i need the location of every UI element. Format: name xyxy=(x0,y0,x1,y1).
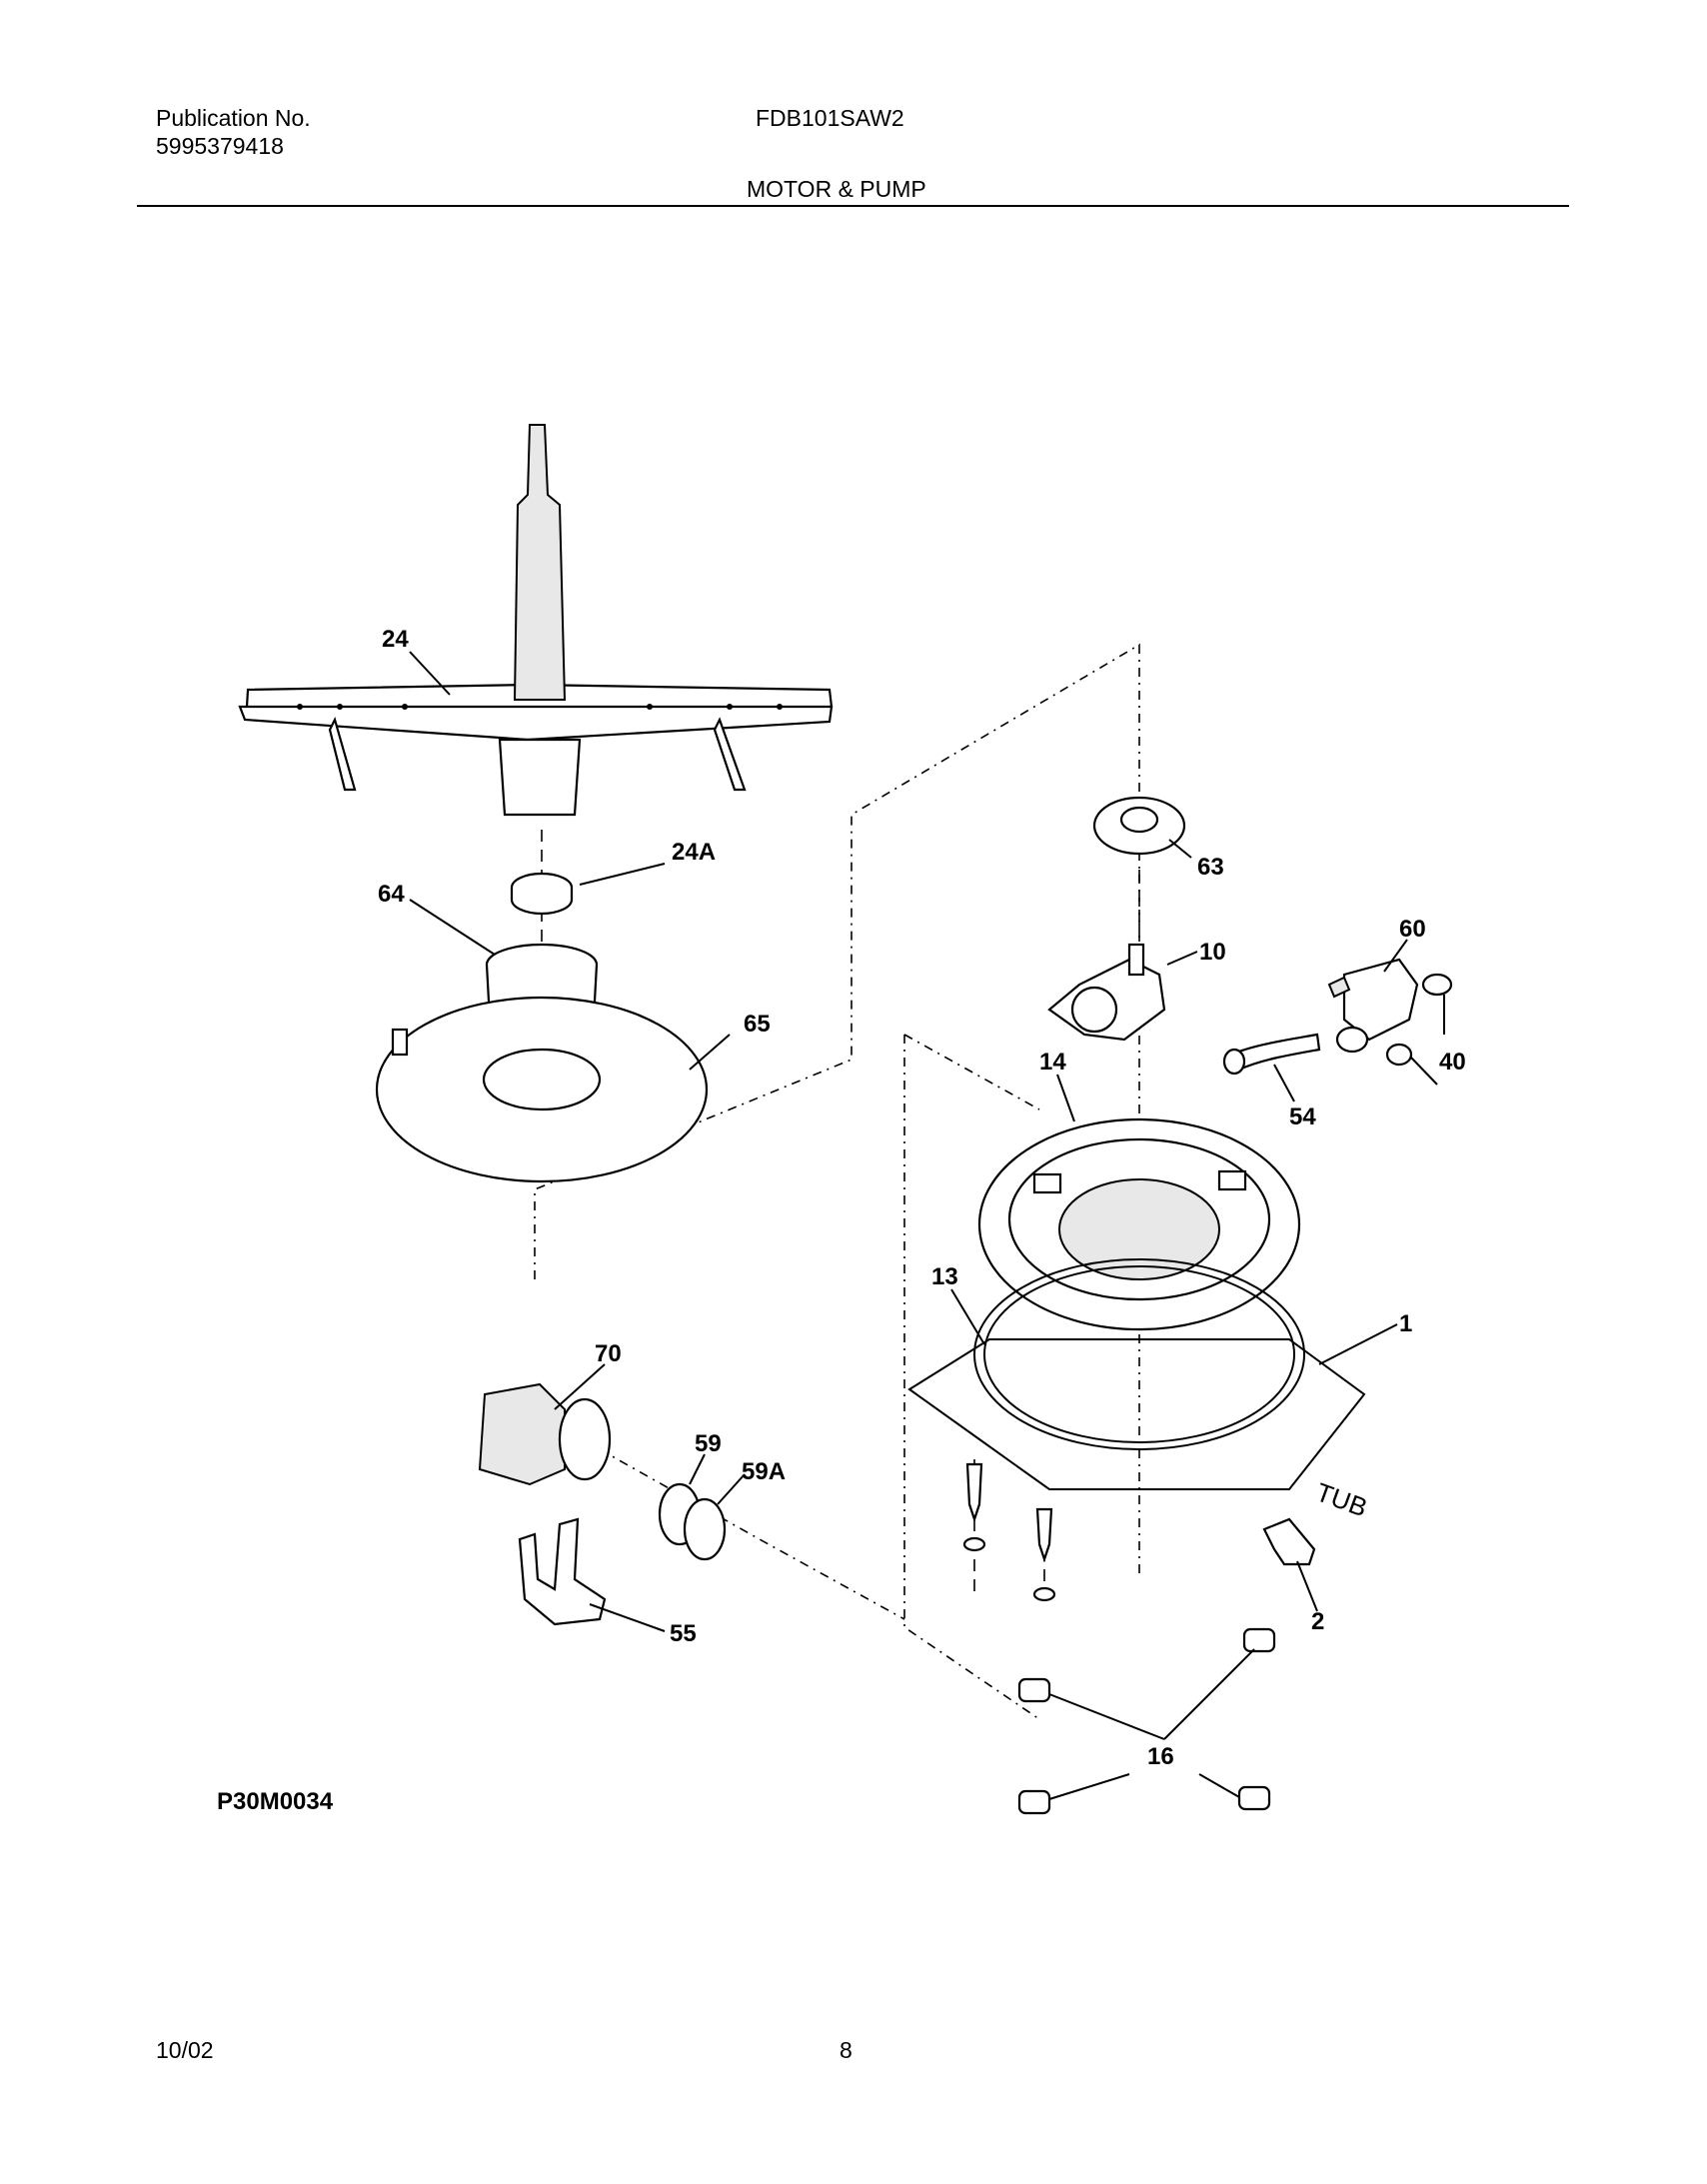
screws-washers-part xyxy=(962,1462,1056,1602)
callout-60: 60 xyxy=(1399,916,1426,943)
section-title: MOTOR & PUMP xyxy=(747,176,926,202)
callout-55: 55 xyxy=(670,1620,697,1647)
callout-63: 63 xyxy=(1197,854,1224,881)
callout-59a: 59A xyxy=(742,1458,786,1485)
o-rings-59-part xyxy=(658,1482,727,1561)
callout-65: 65 xyxy=(744,1011,771,1038)
model-number: FDB101SAW2 xyxy=(756,105,904,131)
callout-70: 70 xyxy=(595,1340,622,1367)
svg-text:TUB: TUB xyxy=(1312,1476,1371,1522)
clip-2-part xyxy=(1262,1517,1316,1566)
publication-number: 5995379418 xyxy=(156,133,284,159)
callout-1: 1 xyxy=(1399,1310,1412,1337)
callout-24: 24 xyxy=(382,626,409,653)
filter-disc-part xyxy=(375,996,709,1183)
mounting-feet-16-part xyxy=(1017,1627,1276,1815)
diagram-code: P30M0034 xyxy=(217,1788,334,1815)
diverter-part xyxy=(1047,943,1166,1042)
spray-arm-part xyxy=(238,424,834,817)
motor-70-part xyxy=(478,1382,612,1486)
callout-59: 59 xyxy=(695,1430,722,1457)
motor-bracket-55-part xyxy=(518,1517,607,1626)
callout-16: 16 xyxy=(1147,1743,1174,1770)
drain-pump-part xyxy=(1327,958,1419,1054)
header-rule xyxy=(137,205,1569,207)
callout-64: 64 xyxy=(378,881,405,908)
callout-14: 14 xyxy=(1039,1049,1066,1076)
publication-label: Publication No. xyxy=(156,105,311,131)
o-ring-40-part xyxy=(1385,973,1453,1067)
callout-40: 40 xyxy=(1439,1049,1466,1076)
bearing-ring-part xyxy=(510,872,574,916)
callout-2: 2 xyxy=(1311,1608,1324,1635)
impeller-cover-part xyxy=(1092,796,1186,856)
page-number: 8 xyxy=(840,2037,853,2063)
callout-10: 10 xyxy=(1199,939,1226,966)
footer-date: 10/02 xyxy=(156,2037,214,2063)
callout-54: 54 xyxy=(1289,1103,1316,1130)
callout-13: 13 xyxy=(931,1263,958,1290)
callout-24a: 24A xyxy=(672,839,716,866)
drain-hose-part xyxy=(1222,1033,1321,1076)
leader-lines xyxy=(409,651,1445,1800)
pump-housing-part xyxy=(977,1117,1301,1331)
